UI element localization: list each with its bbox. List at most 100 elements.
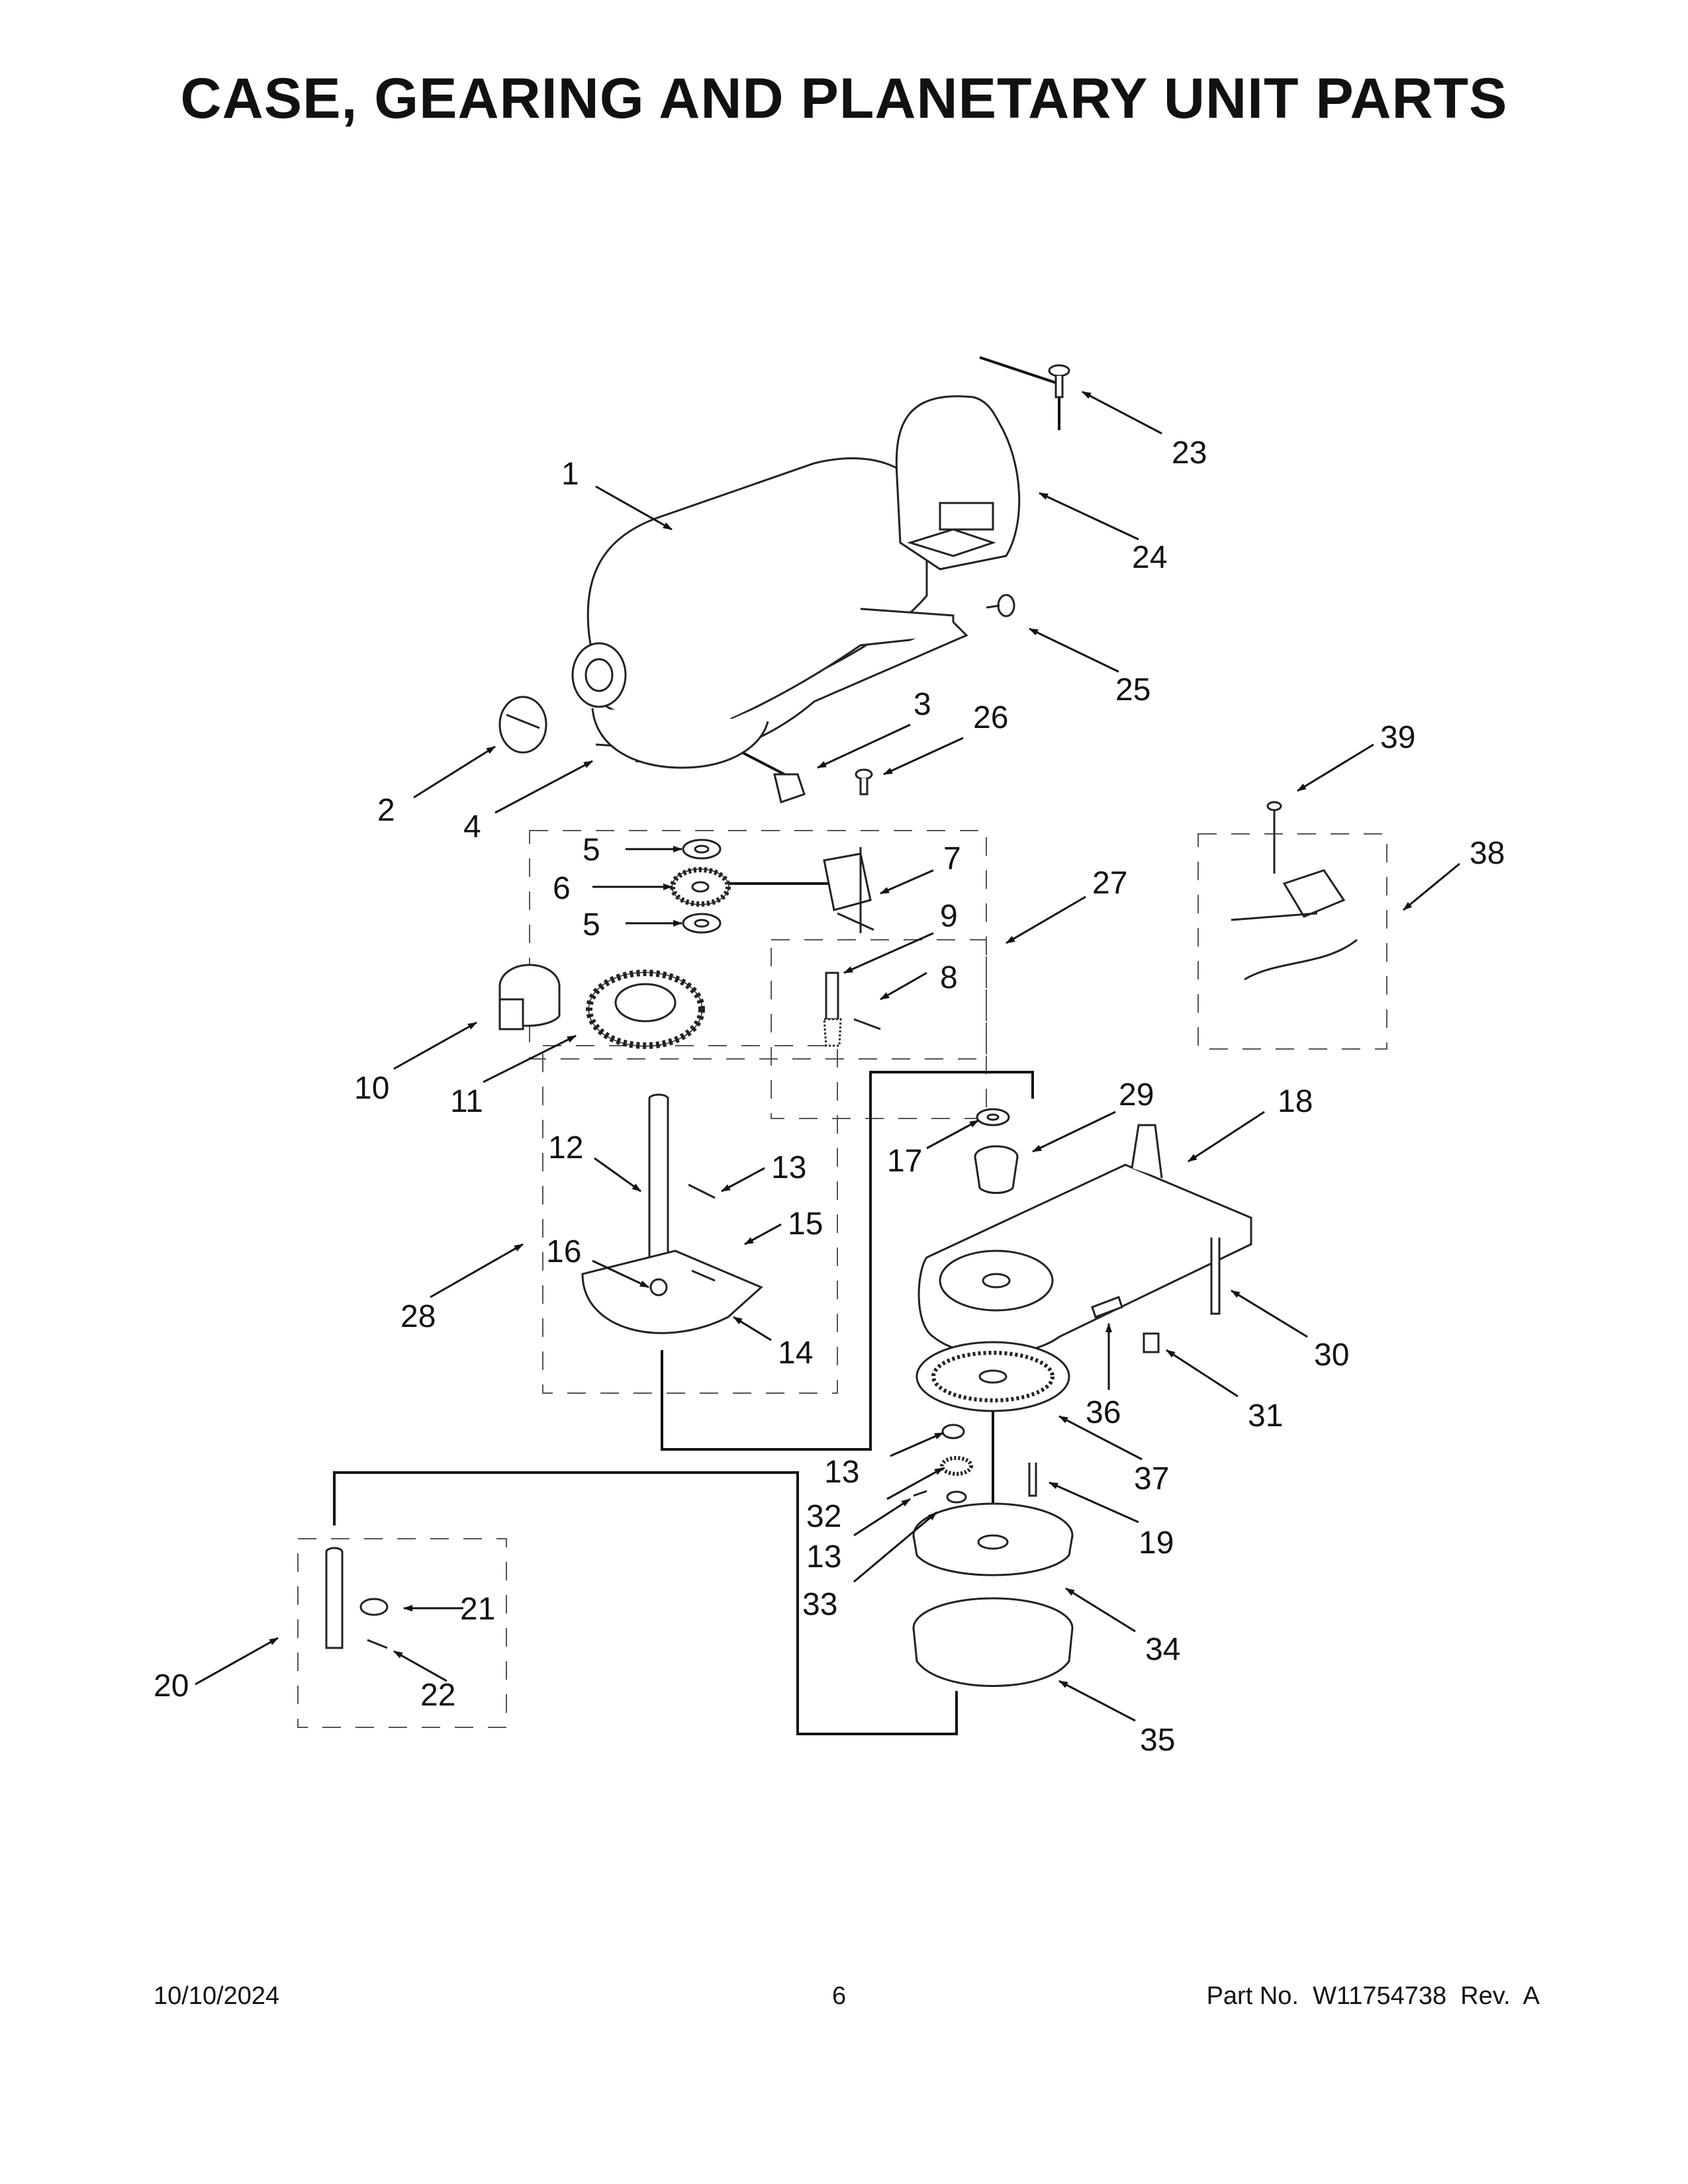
gear-case-18: [917, 1124, 1252, 1355]
arrow-22: [393, 1650, 447, 1682]
callout-3: 3: [914, 687, 931, 722]
callout-1: 1: [561, 457, 579, 492]
callout-29: 29: [1119, 1077, 1154, 1113]
pin-13-top: [688, 1183, 716, 1199]
arrow-11: [483, 1034, 577, 1083]
arrow-21a: [890, 1432, 944, 1457]
callout-30: 30: [1314, 1338, 1349, 1373]
group-box-control: [1197, 833, 1387, 1050]
callout-32: 32: [806, 1499, 841, 1534]
arrow-15: [744, 1223, 782, 1246]
arrow-33: [853, 1511, 937, 1583]
arrow-7: [880, 869, 934, 895]
arrow-25: [1029, 627, 1119, 673]
group-box-worm-gear: [771, 939, 987, 1119]
arrow-39: [1297, 743, 1374, 792]
callout-31: 31: [1248, 1398, 1283, 1433]
callout-12: 12: [548, 1130, 583, 1165]
arrow-31: [1166, 1349, 1239, 1398]
callout-14: 14: [778, 1336, 813, 1371]
callout-39: 39: [1380, 720, 1415, 755]
screw-39: [1266, 801, 1282, 874]
arrow-37: [1058, 1415, 1143, 1461]
screw-23: [1048, 364, 1070, 398]
screw-25: [986, 594, 1015, 617]
callout-9: 9: [940, 899, 958, 934]
arrow-13a: [721, 1167, 765, 1193]
callout-36: 36: [1086, 1395, 1121, 1430]
arrow-13b: [853, 1498, 911, 1537]
page-title: CASE, GEARING AND PLANETARY UNIT PARTS: [180, 67, 1508, 130]
callout-28: 28: [400, 1299, 436, 1334]
callout-7: 7: [943, 841, 961, 876]
callout-37: 37: [1134, 1461, 1169, 1496]
arrow-2: [413, 745, 496, 799]
hinge-pin-20: [325, 1547, 344, 1649]
callout-18: 18: [1278, 1084, 1313, 1119]
arrow-16: [592, 1259, 649, 1289]
group-box-transmission-top: [529, 830, 987, 1060]
plug-31: [1143, 1332, 1160, 1353]
callout-5-top: 5: [583, 833, 600, 868]
screw-26: [855, 768, 873, 796]
worm-shaft-9: [823, 972, 842, 1047]
pin-22: [367, 1639, 388, 1649]
callout-27: 27: [1092, 866, 1127, 901]
arrow-30: [1231, 1289, 1308, 1338]
planetary-small-parts: [913, 1424, 1037, 1504]
planetary-carrier-34: [912, 1502, 1074, 1576]
washer-5-bottom: [682, 913, 722, 934]
callout-4: 4: [463, 809, 481, 844]
arrow-10: [393, 1021, 477, 1070]
callout-19: 19: [1139, 1525, 1174, 1561]
arrow-34: [1065, 1587, 1136, 1633]
callout-25: 25: [1115, 672, 1150, 707]
shaft-12: [648, 1093, 669, 1272]
arrow-1: [595, 485, 673, 531]
callout-34: 34: [1145, 1632, 1180, 1667]
arrow-9: [843, 932, 934, 974]
arrow-17: [926, 1119, 979, 1150]
footer-part-number: Part No. W11754738 Rev. A: [1206, 1982, 1540, 2010]
callout-35: 35: [1140, 1723, 1175, 1758]
callout-11: 11: [450, 1084, 483, 1119]
arrow-29: [1032, 1111, 1116, 1153]
arrow-4: [494, 760, 593, 814]
callout-6: 6: [553, 871, 571, 906]
motor-housing: [571, 457, 968, 769]
connector-hinge-to-planetary: [333, 1471, 958, 1735]
arrow-32: [886, 1467, 944, 1500]
callout-13-bottom: 13: [806, 1539, 841, 1574]
arrow-26: [883, 737, 964, 776]
gear-6: [670, 867, 731, 907]
callout-24: 24: [1132, 540, 1167, 575]
arrow-14: [733, 1316, 772, 1342]
callout-16: 16: [546, 1234, 581, 1269]
group-box-shaft: [542, 1045, 838, 1394]
arrow-38: [1403, 862, 1460, 911]
arrow-23: [1082, 390, 1162, 435]
arrow-27: [1006, 895, 1086, 944]
callout-33: 33: [802, 1587, 837, 1622]
speed-control-knob: [773, 773, 806, 803]
rear-cover: [895, 395, 1021, 570]
callout-17: 17: [887, 1144, 922, 1179]
pin-8: [853, 1018, 881, 1030]
group-box-hinge-pin: [297, 1538, 507, 1728]
screw-36: [1091, 1296, 1123, 1318]
arrow-18: [1188, 1111, 1265, 1163]
callout-8: 8: [940, 960, 958, 995]
arrow-3: [817, 723, 911, 769]
callout-21-hinge: 21: [460, 1592, 495, 1627]
callout-23: 23: [1172, 435, 1207, 471]
callout-2: 2: [377, 793, 395, 828]
callout-labels: 1 2 3 4 5 6 5 7 8 9 10 11 12 13 14 15 16…: [154, 435, 1505, 1758]
plate-15: [581, 1250, 763, 1334]
footer-page-number: 6: [832, 1982, 847, 2010]
speed-knob-cap: [498, 696, 547, 754]
callout-21-planetary: 13: [824, 1455, 859, 1490]
callout-10: 10: [354, 1071, 389, 1106]
leader-arrows: [195, 390, 1460, 1722]
arrow-24: [1039, 492, 1139, 541]
